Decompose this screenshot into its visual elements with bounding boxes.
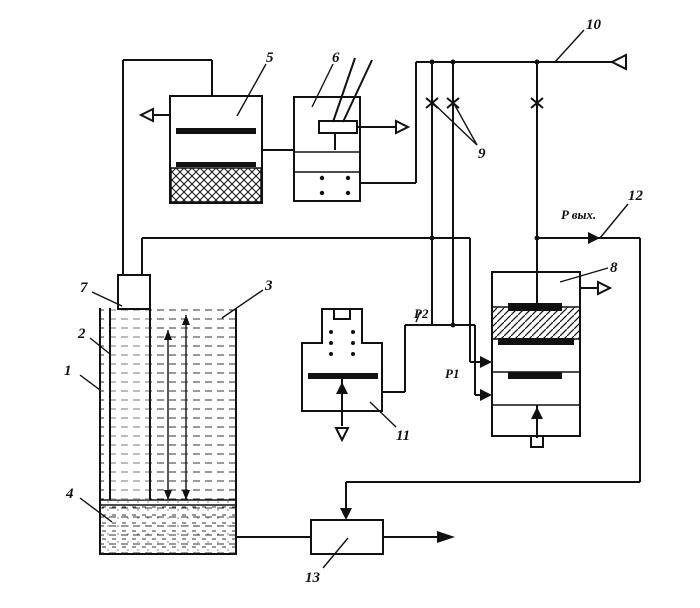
label-8: 8 [610,260,618,276]
device-5 [138,95,263,204]
pressure-label-out: P вых. [561,207,596,222]
junction-dot [450,59,456,65]
level-indicators [164,315,190,500]
device-13 [310,519,384,555]
output-line-12 [340,232,641,520]
label-1: 1 [64,363,72,379]
relay-8 [491,271,613,448]
leader-lines [79,29,629,569]
label-7: 7 [80,280,88,296]
pressure-label-p2: P2 [414,306,429,321]
label-9: 9 [478,146,486,162]
label-12: 12 [628,188,644,204]
pressure-label-p1: P1 [445,366,459,381]
label-10: 10 [586,17,602,33]
label-13: 13 [305,570,321,586]
device-6 [293,57,411,202]
junction-dot [429,59,435,65]
restrictor-8 [530,97,544,109]
p2-line [382,324,492,401]
label-2: 2 [77,326,86,342]
label-11: 11 [396,428,410,444]
junction-dot [534,59,540,65]
label-5: 5 [266,50,274,66]
immersion-tube-2 [109,308,151,500]
bubbler-tube-7 [117,60,151,310]
outlet-line [236,531,455,543]
setpoint-11 [301,308,383,443]
label-4: 4 [65,486,74,502]
measurement-line [142,237,492,368]
label-6: 6 [332,50,340,66]
label-3: 3 [264,278,273,294]
